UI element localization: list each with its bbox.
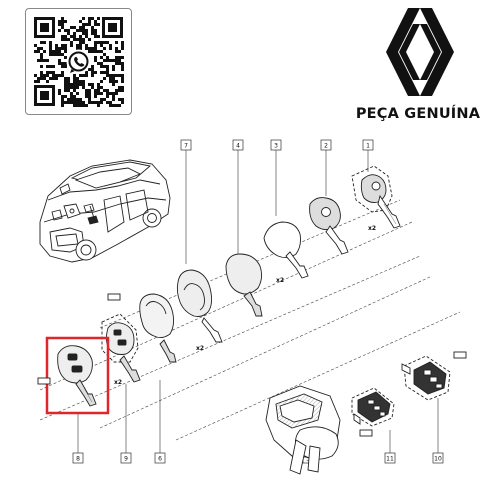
key-part-3[interactable] (263, 221, 309, 279)
callout-number: 9 (124, 456, 128, 463)
callout-labels: 1 2 3 4 5 6 7 8 9 10 11 (72, 139, 444, 464)
ignition-lock-part-5[interactable] (265, 385, 341, 475)
callout-9: 9 (120, 452, 132, 464)
callout-10: 10 (432, 452, 444, 464)
car-illustration (39, 159, 171, 263)
callout-number: 7 (184, 143, 188, 150)
callout-1: 1 (362, 139, 374, 151)
qty-part-9: x2 (114, 379, 122, 386)
reference-tags (37, 293, 467, 437)
qr-code[interactable] (25, 8, 132, 115)
genuine-part-tagline: PEÇA GENUÍNA (355, 106, 481, 122)
callout-11: 11 (384, 452, 396, 464)
key-part-8[interactable] (57, 345, 97, 407)
qty-part-7: x2 (196, 345, 204, 352)
smart-card-part-11[interactable] (351, 387, 395, 427)
callout-4: 4 (232, 139, 244, 151)
callout-number: 3 (274, 143, 278, 150)
callout-number: 11 (386, 456, 394, 463)
quantity-labels: x2 x2 x2 x2 (114, 225, 376, 386)
callout-number: 8 (76, 456, 80, 463)
callout-number: 5 (306, 456, 310, 463)
callout-number: 2 (324, 143, 328, 150)
key-part-9[interactable] (101, 313, 141, 383)
key-part-6[interactable] (139, 293, 177, 363)
callout-8: 8 (72, 452, 84, 464)
key-part-1[interactable] (351, 165, 401, 229)
smart-card-part-10[interactable] (401, 355, 451, 401)
callout-number: 1 (366, 143, 370, 150)
qty-part-3: x2 (276, 277, 284, 284)
key-part-2[interactable] (309, 197, 349, 255)
qr-code-graphic (34, 17, 124, 107)
guide-lines (39, 199, 461, 441)
callout-number: 4 (236, 143, 240, 150)
callout-number: 6 (158, 456, 162, 463)
qty-part-1: x2 (368, 225, 376, 232)
callout-6: 6 (154, 452, 166, 464)
whatsapp-icon (66, 49, 91, 74)
callout-3: 3 (270, 139, 282, 151)
renault-diamond-logo (386, 8, 454, 96)
highlight-box (45, 336, 110, 415)
callout-2: 2 (320, 139, 332, 151)
callout-leaders (77, 150, 439, 453)
key-part-4[interactable] (225, 253, 263, 317)
key-part-7[interactable] (176, 269, 223, 343)
callout-7: 7 (180, 139, 192, 151)
callout-number: 10 (434, 456, 442, 463)
